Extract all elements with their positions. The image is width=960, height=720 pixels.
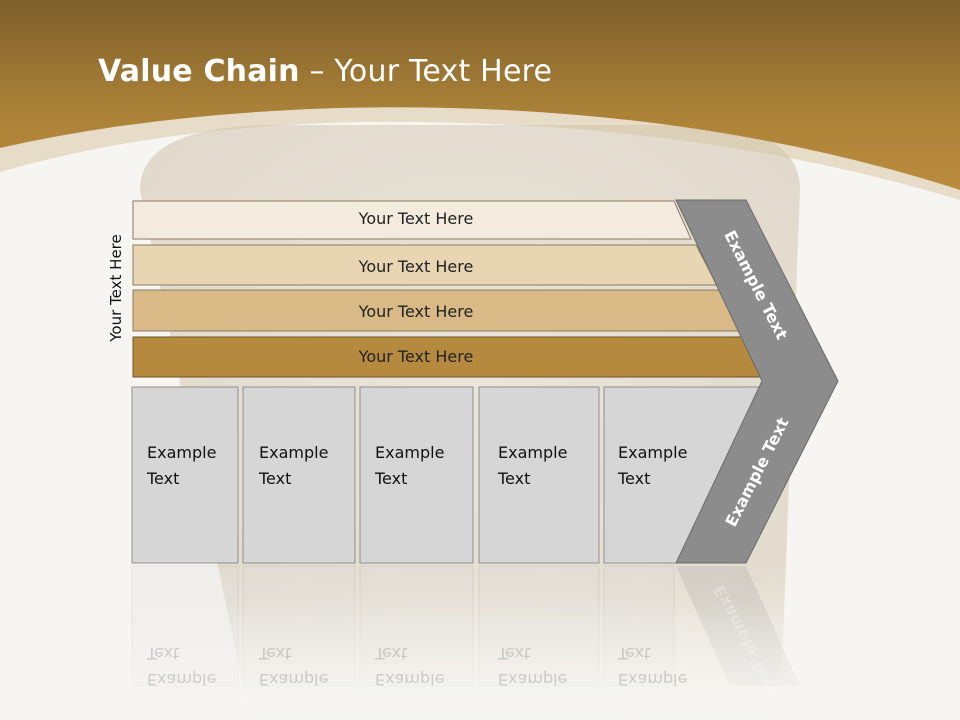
box-1-reflection-line2: Text (147, 644, 180, 663)
chevron-shape (675, 199, 839, 564)
box-4-line2: Text (498, 469, 531, 488)
box-text-1: Example Text (147, 440, 216, 492)
box-3-reflection: Example Text (375, 640, 444, 692)
box-4-reflection-line1: Example (498, 670, 568, 689)
box-5-reflection: Example Text (618, 640, 687, 692)
box-4-reflection-line2: Text (498, 644, 531, 663)
bar-label-3: Your Text Here (358, 302, 474, 321)
box-1-reflection-line1: Example (147, 670, 217, 689)
box-5-line1: Example (618, 443, 688, 462)
side-label: Your Text Here (107, 234, 125, 342)
box-2-line1: Example (259, 443, 329, 462)
box-4-reflection: Example Text (498, 640, 567, 692)
box-3-reflection-line1: Example (375, 670, 445, 689)
box-shape-1 (131, 386, 239, 564)
header-swoosh-light (0, 107, 960, 200)
bar-shape-1 (132, 200, 692, 240)
box-2-line2: Text (259, 469, 292, 488)
box-1-line1: Example (147, 443, 217, 462)
bar-label-2: Your Text Here (358, 257, 474, 276)
bar-label-4: Your Text Here (358, 347, 474, 366)
box-shape-3 (359, 386, 474, 564)
box-shape-4 (478, 386, 600, 564)
box-2-reflection-line2: Text (259, 644, 292, 663)
box-2-reflection-line1: Example (259, 670, 329, 689)
title-bold: Value Chain (98, 54, 300, 89)
box-5-line2: Text (618, 469, 651, 488)
box-text-4: Example Text (498, 440, 567, 492)
box-5-reflection-line1: Example (618, 670, 688, 689)
header-band (0, 0, 960, 190)
box-1-line2: Text (147, 469, 180, 488)
slide-title: Value Chain – Your Text Here (98, 54, 552, 89)
box-1-reflection: Example Text (147, 640, 216, 692)
box-shape-2 (242, 386, 356, 564)
box-5-reflection-line2: Text (618, 644, 651, 663)
box-3-line1: Example (375, 443, 445, 462)
box-3-line2: Text (375, 469, 408, 488)
box-text-2: Example Text (259, 440, 328, 492)
bar-label-1: Your Text Here (358, 209, 474, 228)
box-2-reflection: Example Text (259, 640, 328, 692)
box-text-5: Example Text (618, 440, 687, 492)
title-rest: – Your Text Here (299, 54, 553, 89)
box-text-3: Example Text (375, 440, 444, 492)
box-4-line1: Example (498, 443, 568, 462)
box-3-reflection-line2: Text (375, 644, 408, 663)
